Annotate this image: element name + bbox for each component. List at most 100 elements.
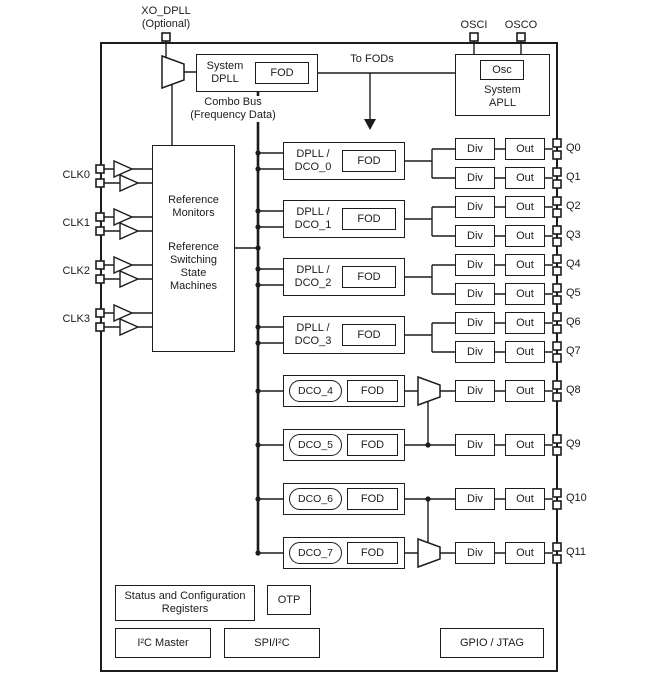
junction-dots: [255, 150, 431, 556]
q6-out-box: Out: [505, 312, 545, 334]
q7-pin-label: Q7: [566, 345, 581, 357]
otp-block: OTP: [267, 585, 311, 615]
q8-pin-label: Q8: [566, 384, 581, 396]
q2-pin-label: Q2: [566, 200, 581, 212]
q1-div-box: Div: [455, 167, 495, 189]
status-config-line1: Status and Configuration: [124, 590, 246, 602]
q3-div-box: Div: [455, 225, 495, 247]
dpll-dco-1-block: DPLL / DCO_1 FOD: [283, 200, 405, 238]
q9-out-box: Out: [505, 434, 545, 456]
dpll-dco-0-block: DPLL / DCO_0 FOD: [283, 142, 405, 180]
dco-5-pill: DCO_5: [289, 434, 342, 456]
osco-pin: [516, 32, 526, 42]
clk0-pin-label: CLK0: [62, 169, 90, 181]
osci-pin-label: OSCI: [460, 19, 488, 31]
q11-pin-label: Q11: [566, 546, 586, 558]
combo-bus-annotation: Combo Bus (Frequency Data): [180, 96, 286, 122]
dco-4-block: DCO_4 FOD: [283, 375, 405, 407]
q4-pin-label: Q4: [566, 258, 581, 270]
system-dpll-fod-box: FOD: [255, 62, 309, 84]
q1-pin-label: Q1: [566, 171, 581, 183]
q10-div-box: Div: [455, 488, 495, 510]
q8-mux-icon: [417, 375, 441, 407]
q7-pins: [552, 341, 562, 363]
clk3-buffer-icons: [113, 303, 140, 337]
xo-dpll-name: XO_DPLL: [141, 5, 191, 17]
reference-switching-1: Reference: [168, 241, 219, 253]
dco-6-block: DCO_6 FOD: [283, 483, 405, 515]
dco-5-fod-box: FOD: [347, 434, 398, 456]
q3-pin-label: Q3: [566, 229, 581, 241]
q10-pin-label: Q10: [566, 492, 587, 504]
clk1-pin-label: CLK1: [62, 217, 90, 229]
to-fods-annotation: To FODs: [350, 53, 394, 65]
q10-pins: [552, 488, 562, 510]
q0-out-box: Out: [505, 138, 545, 160]
dco-5-block: DCO_5 FOD: [283, 429, 405, 461]
xo-dpll-optional: (Optional): [141, 18, 191, 30]
q8-pins: [552, 380, 562, 402]
clk1-buffer-icons: [113, 207, 140, 241]
status-config-registers-block: Status and Configuration Registers: [115, 585, 255, 621]
osci-pin: [469, 32, 479, 42]
clk2-pins: [95, 260, 105, 284]
q5-div-box: Div: [455, 283, 495, 305]
q5-pins: [552, 283, 562, 305]
dco-6-fod-box: FOD: [347, 488, 398, 510]
q3-out-box: Out: [505, 225, 545, 247]
clk2-buffer-icons: [113, 255, 140, 289]
dpll-dco-3-label-2: DCO_3: [294, 335, 332, 347]
q7-div-box: Div: [455, 341, 495, 363]
clk3-pin-label: CLK3: [62, 313, 90, 325]
dpll-dco-0-label-2: DCO_0: [294, 161, 332, 173]
q6-pin-label: Q6: [566, 316, 581, 328]
dco-4-fod-box: FOD: [347, 380, 398, 402]
dpll-dco-2-block: DPLL / DCO_2 FOD: [283, 258, 405, 296]
dpll-dco-1-label-1: DPLL /: [296, 206, 330, 218]
q9-pin-label: Q9: [566, 438, 581, 450]
osc-box: Osc: [480, 60, 524, 80]
q4-div-box: Div: [455, 254, 495, 276]
dco-7-pill: DCO_7: [289, 542, 342, 564]
system-apll-block: Osc System APLL: [455, 54, 550, 116]
q2-pins: [552, 196, 562, 218]
q11-div-box: Div: [455, 542, 495, 564]
q9-div-box: Div: [455, 434, 495, 456]
dco-6-pill: DCO_6: [289, 488, 342, 510]
q7-out-box: Out: [505, 341, 545, 363]
q6-div-box: Div: [455, 312, 495, 334]
i2c-master-block: I²C Master: [115, 628, 211, 658]
xo-dpll-pin: [161, 32, 171, 42]
q9-pins: [552, 434, 562, 456]
status-config-line2: Registers: [161, 603, 209, 615]
system-apll-label-1: System: [484, 84, 521, 96]
q11-pins: [552, 542, 562, 564]
system-dpll-mux-icon: [161, 54, 185, 90]
clk2-pin-label: CLK2: [62, 265, 90, 277]
dco-7-block: DCO_7 FOD: [283, 537, 405, 569]
dco-4-pill: DCO_4: [289, 380, 342, 402]
dpll-dco-0-label-1: DPLL /: [296, 148, 330, 160]
reference-monitors-1: Reference: [168, 194, 219, 206]
q8-out-box: Out: [505, 380, 545, 402]
q10-out-box: Out: [505, 488, 545, 510]
q4-pins: [552, 254, 562, 276]
q0-pins: [552, 138, 562, 160]
system-dpll-block: System DPLL FOD: [196, 54, 318, 92]
q6-pins: [552, 312, 562, 334]
q1-pins: [552, 167, 562, 189]
spi-i2c-block: SPI/I²C: [224, 628, 320, 658]
system-dpll-label-1: System: [206, 60, 244, 72]
dpll-dco-3-fod-box: FOD: [342, 324, 396, 346]
combo-bus-line1: Combo Bus: [202, 96, 264, 109]
q4-out-box: Out: [505, 254, 545, 276]
reference-monitor-block: Reference Monitors Reference Switching S…: [152, 145, 235, 352]
combo-bus-line2: (Frequency Data): [188, 109, 278, 122]
dpll-dco-2-fod-box: FOD: [342, 266, 396, 288]
dco-7-fod-box: FOD: [347, 542, 398, 564]
clk0-pins: [95, 164, 105, 188]
dpll-dco-3-block: DPLL / DCO_3 FOD: [283, 316, 405, 354]
q11-out-box: Out: [505, 542, 545, 564]
